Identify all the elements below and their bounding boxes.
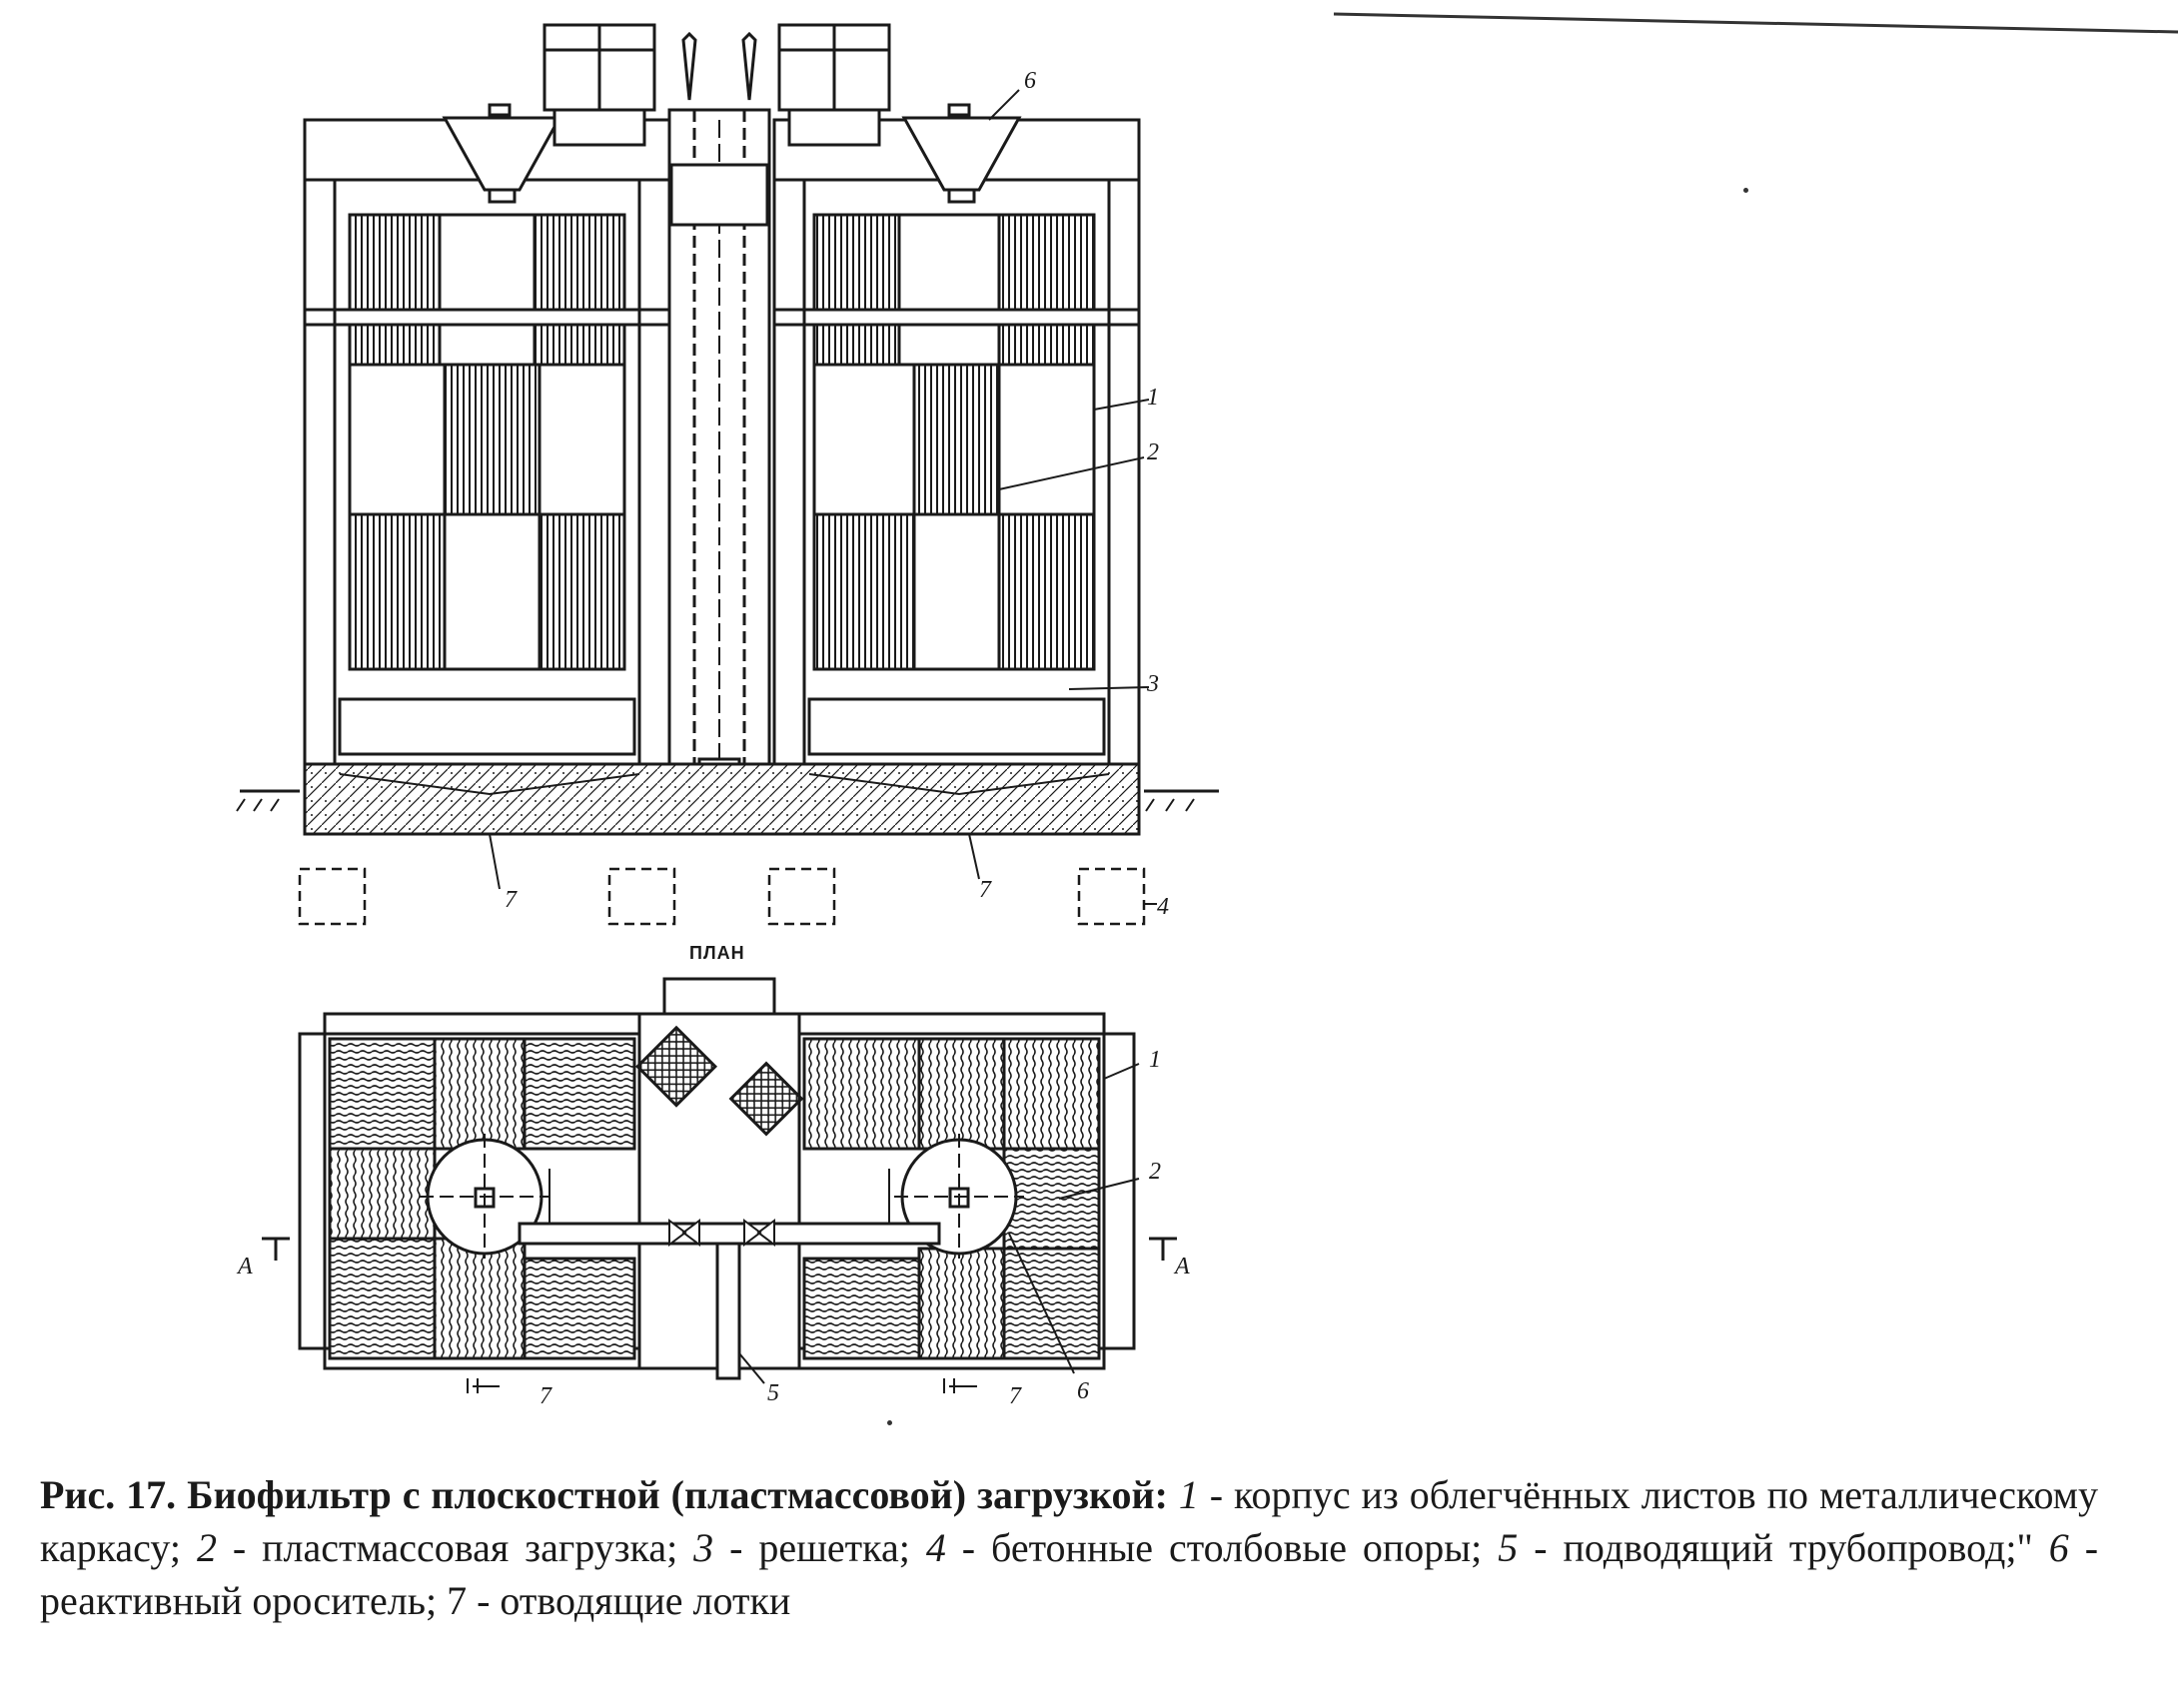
plan-label-6: 6 [1077,1378,1089,1404]
section-label-6: 6 [1024,68,1036,94]
caption-item-4-num: 4 [925,1525,946,1570]
section-label-3: 3 [1146,671,1159,697]
caption-item-1-num: 1 [1178,1472,1199,1517]
caption-item-3-num: 3 [693,1525,714,1570]
plan-label-7-left: 7 [540,1383,552,1409]
section-label-2: 2 [1147,439,1159,465]
caption-item-2-text: - пластмассовая загрузка; [216,1525,678,1570]
scan-line [1333,12,2179,34]
caption-item-7-num: 7 [447,1578,468,1623]
section-view [236,23,1219,926]
section-label-1: 1 [1147,385,1159,411]
biofilter-drawing: 6 1 2 3 7 7 4 ПЛАН [236,12,2179,1409]
plan-label-5: 5 [767,1380,779,1406]
foundation-slab [303,762,1141,836]
caption-item-6-text: - реактивный ороситель; [40,1525,2099,1623]
plan-label-2: 2 [1149,1159,1161,1185]
caption-item-1-text: - корпус из облегчённых листов по металл… [40,1472,2098,1570]
plan-label-7-right: 7 [1009,1383,1022,1409]
caption-item-3-text: - решетка; [713,1525,910,1570]
plan-title: ПЛАН [689,943,745,963]
caption-item-4-text: - бетонные столбовые опоры; [945,1525,1483,1570]
scan-speck [1743,188,1748,193]
figure-caption: Рис. 17. Биофильтр с плоскостной (пластм… [40,1468,2098,1627]
section-label-4: 4 [1157,894,1169,920]
section-marker-a-left: А [236,1254,253,1280]
section-label-7-left: 7 [505,887,518,913]
right-tank [772,23,1150,766]
caption-item-6-num: 6 [2048,1525,2069,1570]
footings [298,867,1146,926]
central-shaft [667,31,771,781]
caption-item-5-text: - подводящий трубопровод;" [1518,1525,2033,1570]
caption-item-5-num: 5 [1498,1525,1519,1570]
section-marker-a-right: А [1173,1254,1190,1280]
caption-item-2-num: 2 [196,1525,217,1570]
caption-item-7-text: - отводящие лотки [467,1578,791,1623]
scan-speck-2 [887,1420,892,1425]
plan-label-1: 1 [1149,1047,1161,1073]
caption-prefix: Рис. 17. Биофильтр с плоскостной (пластм… [40,1472,1168,1517]
section-label-7-right: 7 [979,877,992,903]
left-tank [303,23,671,766]
plan-view [262,977,1177,1393]
